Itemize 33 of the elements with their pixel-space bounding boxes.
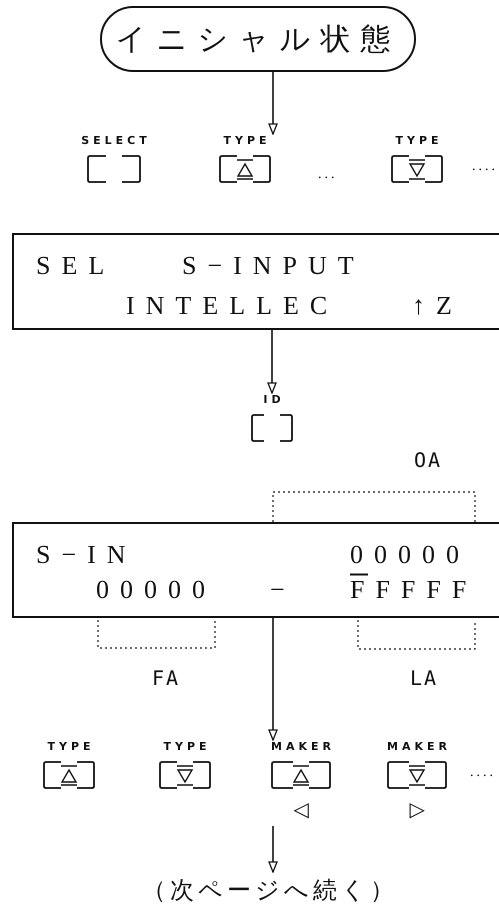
continued-note: （次ページへ続く）: [142, 877, 398, 906]
display-text: 00000: [96, 577, 216, 603]
lcd-display: [12, 233, 499, 330]
key-label: TYPE: [163, 740, 211, 753]
flow-arrow: [268, 72, 278, 135]
display-text: FFFFF: [350, 577, 478, 603]
key-label: SELECT: [81, 134, 151, 147]
key-label: MAKER: [387, 740, 451, 753]
ellipsis: ....: [470, 766, 496, 780]
display-text: INTELLEC: [126, 293, 338, 319]
state-label: イニシャル状態: [116, 22, 400, 58]
display-text: −: [270, 577, 296, 603]
key-label: MAKER: [271, 740, 335, 753]
key-label: TYPE: [223, 134, 271, 147]
display-text: SEL: [36, 253, 116, 279]
ellipsis: ....: [472, 160, 498, 174]
flow-arrow: [268, 826, 278, 873]
direction-symbol: ▷: [408, 800, 426, 820]
field-label: LA: [410, 668, 438, 688]
lcd-display: [12, 522, 499, 618]
flow-arrow: [267, 330, 277, 394]
direction-symbol: ◁: [292, 800, 310, 820]
display-text: S−INPUT: [182, 253, 365, 279]
ellipsis: ...: [318, 168, 338, 182]
key-label: TYPE: [395, 134, 443, 147]
display-text: S−IN: [36, 542, 137, 568]
field-label: OA: [414, 450, 442, 470]
display-text: 00000: [350, 542, 470, 568]
key-label: ID: [263, 393, 285, 406]
field-label: FA: [152, 668, 180, 688]
key-label: TYPE: [47, 740, 95, 753]
display-text: ↑Z: [412, 293, 463, 319]
flow-arrow: [268, 618, 278, 741]
